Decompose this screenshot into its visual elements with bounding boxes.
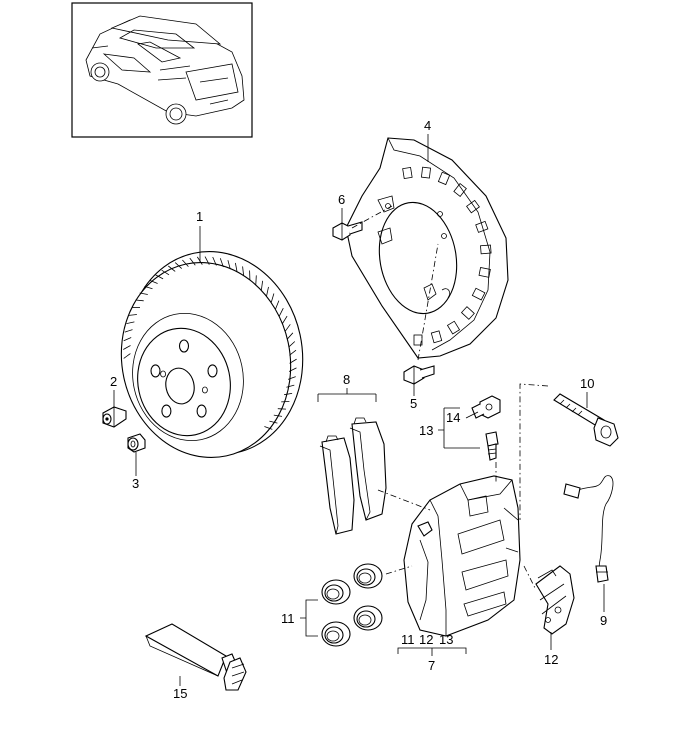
shield-slot bbox=[466, 199, 480, 214]
brake-caliper bbox=[403, 475, 521, 637]
brake-pads bbox=[319, 417, 387, 535]
disc-vent-fin bbox=[123, 337, 132, 342]
disc-vent-fin bbox=[123, 345, 131, 350]
piston-seals bbox=[321, 563, 383, 647]
disc-vent-fin bbox=[161, 269, 170, 276]
disc-vent-fin bbox=[144, 286, 153, 290]
callout-2: 2 bbox=[110, 374, 117, 389]
shield-slot bbox=[480, 244, 492, 255]
caliper-bolt bbox=[553, 393, 619, 447]
lug-hole bbox=[150, 364, 161, 378]
callout-15: 15 bbox=[173, 686, 187, 701]
callout-4: 4 bbox=[424, 118, 431, 133]
lug-hole bbox=[178, 339, 190, 353]
disc-vent-fin bbox=[235, 262, 238, 273]
group-7-sub-13: 13 bbox=[439, 632, 453, 647]
callout-3: 3 bbox=[132, 476, 139, 491]
disc-vent-fin bbox=[182, 259, 189, 267]
disc-vent-fin bbox=[282, 315, 288, 324]
disc-vent-fin bbox=[261, 280, 263, 291]
brake-disc bbox=[120, 251, 304, 458]
callout-11: 11 bbox=[281, 611, 295, 626]
disc-vent-fin bbox=[227, 260, 231, 270]
group-7-sub-12: 12 bbox=[419, 632, 433, 647]
disc-vent-fin bbox=[278, 308, 284, 317]
disc-vent-fin bbox=[168, 265, 176, 272]
wheel-bolt bbox=[102, 406, 127, 428]
callout-14: 14 bbox=[446, 410, 460, 425]
disc-vent-fin bbox=[149, 280, 158, 284]
bleeder-cap bbox=[471, 395, 501, 419]
callout-6: 6 bbox=[338, 192, 345, 207]
disc-vent-fin bbox=[219, 258, 224, 268]
shield-slot bbox=[430, 330, 443, 344]
disc-vent-fin bbox=[124, 329, 133, 333]
disc-vent-fin bbox=[284, 393, 293, 396]
shield-slot bbox=[413, 334, 423, 346]
disc-vent-fin bbox=[270, 293, 275, 303]
locating-hole bbox=[201, 386, 208, 394]
grease-tube bbox=[144, 623, 247, 691]
shield-slot bbox=[453, 183, 467, 197]
shield-slot bbox=[446, 320, 461, 335]
shield-slot bbox=[421, 166, 431, 179]
callout-12: 12 bbox=[544, 652, 558, 667]
callout-13: 13 bbox=[419, 423, 433, 438]
disc-vent-fin bbox=[289, 358, 297, 364]
disc-vent-fin bbox=[284, 324, 291, 332]
disc-vent-fin bbox=[155, 274, 164, 280]
locating-hole bbox=[160, 370, 167, 378]
shield-screw-lower bbox=[403, 365, 435, 385]
disc-vent-fin bbox=[273, 414, 283, 417]
disc-vent-fin bbox=[242, 266, 244, 276]
disc-vent-fin bbox=[189, 257, 196, 266]
splash-shield bbox=[345, 137, 509, 359]
callout-labels: 1 2 3 4 5 6 7 8 9 10 11 12 13 14 15 11 1… bbox=[110, 118, 607, 701]
callout-10: 10 bbox=[580, 376, 594, 391]
callout-8: 8 bbox=[343, 372, 350, 387]
disc-vent-fin bbox=[275, 300, 280, 310]
disc-vent-fin bbox=[288, 367, 297, 372]
leader-lines bbox=[113, 134, 605, 686]
shield-screw-upper bbox=[332, 221, 363, 241]
bolt-spacer bbox=[127, 433, 146, 453]
lug-hole bbox=[161, 404, 172, 418]
assembly-lines bbox=[351, 205, 549, 591]
disc-vent-fin bbox=[266, 286, 269, 296]
disc-vent-fin bbox=[286, 384, 295, 388]
callout-7: 7 bbox=[428, 658, 435, 673]
disc-vent-fin bbox=[123, 353, 131, 359]
disc-vent-fin bbox=[289, 349, 297, 356]
disc-vent-fin bbox=[269, 420, 278, 424]
shield-slot bbox=[478, 267, 491, 278]
group-7-sub-11: 11 bbox=[401, 632, 415, 647]
disc-vent-fin bbox=[139, 292, 148, 295]
disc-vent-fin bbox=[264, 426, 273, 430]
spring-clip bbox=[535, 565, 575, 635]
callout-1: 1 bbox=[196, 209, 203, 224]
disc-vent-fin bbox=[174, 262, 182, 269]
disc-vent-fin bbox=[287, 376, 296, 380]
wear-sensor bbox=[563, 475, 614, 583]
disc-vent-fin bbox=[126, 321, 135, 324]
callout-5: 5 bbox=[410, 396, 417, 411]
disc-vent-fin bbox=[204, 256, 210, 265]
shield-slot bbox=[475, 220, 489, 233]
vehicle-thumbnail bbox=[71, 2, 253, 138]
lug-hole bbox=[207, 364, 218, 378]
disc-vent-fin bbox=[288, 341, 296, 348]
shield-slot bbox=[402, 166, 413, 180]
shield-slot bbox=[471, 287, 486, 301]
lug-hole bbox=[196, 404, 207, 418]
bleeder-valve bbox=[485, 431, 499, 461]
disc-vent-fin bbox=[286, 332, 294, 340]
callout-9: 9 bbox=[600, 613, 607, 628]
shield-slot bbox=[460, 306, 475, 320]
disc-vent-fin bbox=[212, 256, 217, 266]
disc-vent-fin bbox=[128, 314, 137, 316]
disc-vent-fin bbox=[135, 299, 144, 302]
shield-slot bbox=[437, 171, 451, 186]
